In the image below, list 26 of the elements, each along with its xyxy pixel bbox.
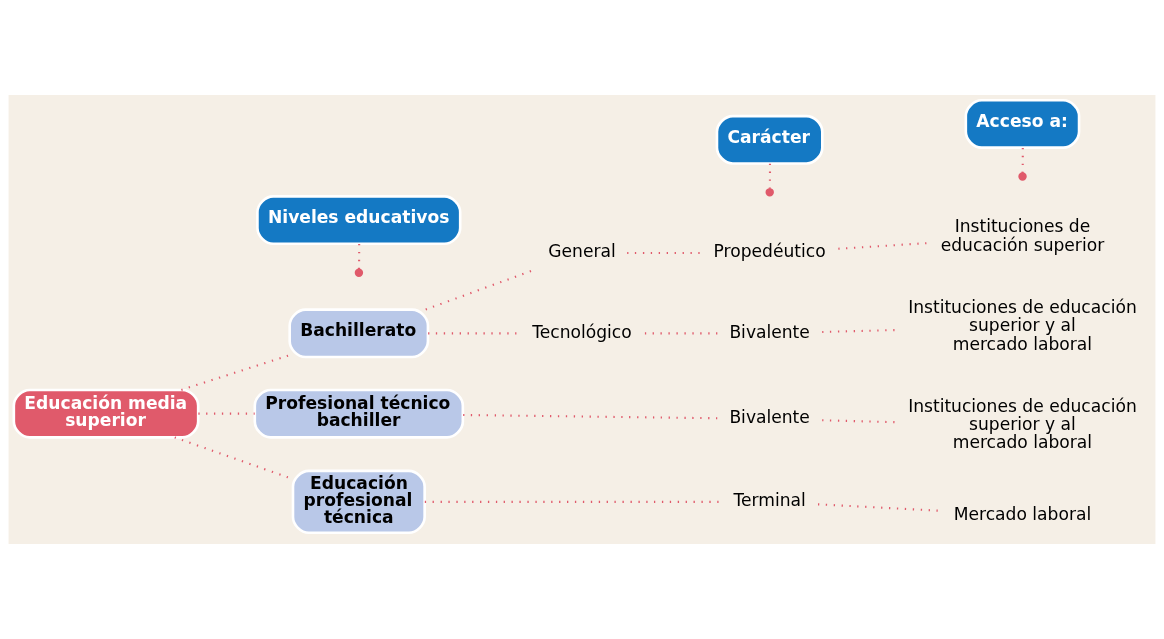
node-text: General	[548, 241, 616, 262]
connector	[357, 244, 361, 270]
node-text: Bivalente	[729, 407, 810, 428]
connector	[822, 329, 895, 334]
node-text: Propedéutico	[713, 241, 826, 262]
node-box: Bachillerato	[288, 308, 430, 359]
node-text: Tecnológico	[532, 321, 632, 342]
node-box: Acceso a:	[964, 98, 1081, 149]
node-text: Terminal	[733, 490, 806, 511]
connector	[1021, 147, 1024, 174]
node-text: Instituciones de educación superior y al mercado laboral	[908, 296, 1137, 354]
node-text: Mercado laboral	[953, 503, 1092, 524]
node-box: Educación media superior	[12, 388, 200, 439]
node-text: Instituciones de educación superior y al mercado laboral	[908, 395, 1137, 453]
node-text: Instituciones de educación superior	[940, 216, 1105, 255]
connector	[838, 242, 929, 250]
node-text: Bivalente	[729, 321, 810, 342]
node-box: Profesional técnico bachiller	[253, 388, 465, 439]
node-box: Niveles educativos	[256, 195, 462, 246]
node-box: Carácter	[715, 114, 824, 165]
node-box: Educación profesional técnica	[291, 469, 426, 535]
connector	[768, 163, 772, 190]
connector	[817, 503, 941, 512]
connector	[463, 413, 718, 420]
connector	[181, 354, 290, 391]
connector	[822, 419, 895, 424]
